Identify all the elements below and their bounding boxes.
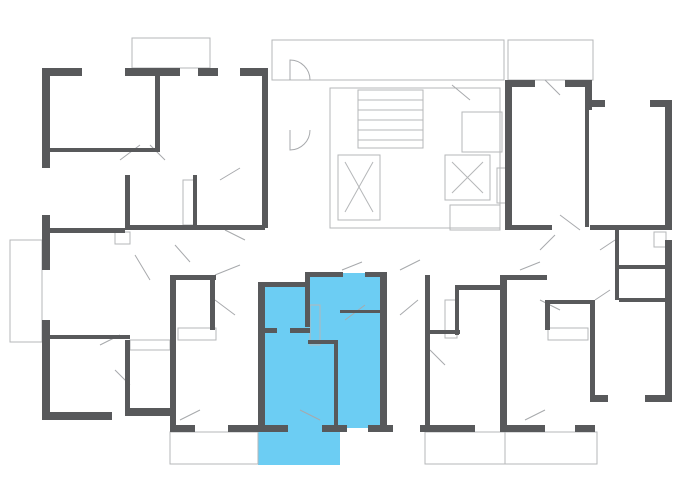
balcony-highlighted[interactable] [258, 428, 340, 465]
highlighted-apartment[interactable] [258, 273, 383, 465]
walls-highlighted-apartment [258, 272, 387, 430]
walls-right-block [505, 80, 672, 402]
stair-core [329, 87, 503, 231]
apartment-rooms[interactable] [260, 273, 383, 428]
fixture-outlines [114, 167, 667, 351]
elevator-left [337, 154, 381, 221]
walls-middle-right [425, 275, 590, 432]
elevator-right [444, 154, 491, 201]
walls-left-block [42, 68, 268, 432]
